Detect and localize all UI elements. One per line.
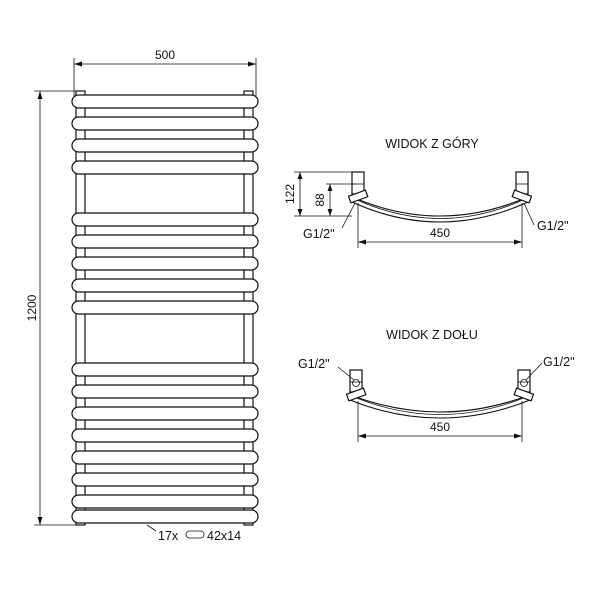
depth-dimensions: 122 88	[283, 171, 356, 217]
bottom-view-title: WIDOK Z DOŁU	[386, 328, 478, 342]
top-view-title: WIDOK Z GÓRY	[385, 136, 479, 151]
horizontal-bar	[71, 212, 259, 227]
top-curve-inner	[351, 201, 529, 223]
horizontal-bars	[71, 94, 259, 524]
horizontal-bar	[71, 278, 259, 293]
top-span-label: 450	[430, 226, 450, 240]
horizontal-bar	[71, 256, 259, 271]
top-connector-left-label: G1/2"	[303, 227, 335, 241]
height-dimension: 1200	[25, 90, 84, 526]
top-connector-right-label: G1/2"	[537, 219, 569, 233]
bottom-span-dimension: 450	[357, 401, 523, 442]
horizontal-bar	[71, 116, 259, 131]
horizontal-bar	[71, 138, 259, 153]
bottom-span-label: 450	[430, 420, 450, 434]
top-view: WIDOK Z GÓRY 122 88	[283, 136, 569, 248]
horizontal-bar	[71, 450, 259, 465]
horizontal-bar	[71, 384, 259, 399]
tube-section-icon	[185, 530, 205, 539]
top-left-connector	[347, 171, 369, 204]
width-dimension: 500	[73, 48, 257, 96]
horizontal-bar	[71, 160, 259, 175]
height-label: 1200	[25, 294, 39, 321]
top-span-dimension: 450	[357, 203, 523, 248]
tube-count: 17x	[158, 529, 179, 543]
bottom-connector-right-label: G1/2"	[543, 355, 575, 369]
front-view: 500 1200 17x 42x14	[25, 48, 259, 543]
horizontal-bar	[71, 234, 259, 249]
bottom-view: WIDOK Z DOŁU 450 G1/2" G1/	[298, 328, 575, 442]
horizontal-bar	[71, 406, 259, 421]
dim-122-label: 122	[283, 184, 297, 204]
horizontal-bar	[71, 362, 259, 377]
horizontal-bar	[71, 494, 259, 509]
bottom-left-connector	[345, 369, 367, 402]
width-label: 500	[155, 48, 175, 62]
horizontal-bar	[71, 428, 259, 443]
bottom-connector-left-label: G1/2"	[298, 357, 330, 371]
horizontal-bar	[71, 94, 259, 109]
tube-note: 17x 42x14	[146, 524, 241, 543]
bottom-curve-outer	[347, 393, 533, 413]
horizontal-bar	[71, 509, 259, 524]
top-curve-outer	[349, 195, 531, 217]
tube-size: 42x14	[207, 529, 241, 543]
bottom-curve-inner	[349, 399, 531, 419]
bottom-right-connector	[513, 369, 535, 402]
top-right-connector	[511, 171, 533, 204]
horizontal-bar	[71, 300, 259, 315]
dim-88-label: 88	[313, 193, 327, 207]
horizontal-bar	[71, 472, 259, 487]
